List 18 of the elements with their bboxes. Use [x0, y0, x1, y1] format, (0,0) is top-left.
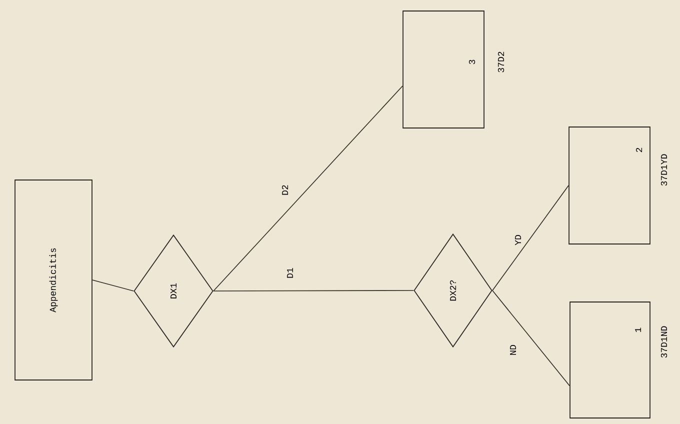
edge-label: YD — [514, 234, 522, 246]
outcome-box — [402, 10, 484, 128]
connector-line — [492, 185, 569, 291]
box-number: 3 — [468, 60, 476, 64]
box-number: 1 — [635, 328, 641, 332]
connector-line — [92, 280, 134, 292]
outcome-box — [570, 302, 650, 418]
box-number: 2 — [636, 148, 642, 152]
connector-line — [492, 290, 570, 386]
process-box: Appendicitis — [14, 180, 92, 380]
edge-label: D1 — [286, 266, 294, 280]
outcome-box — [568, 126, 650, 244]
connector-line — [213, 290, 414, 292]
edge-label: ND — [509, 344, 517, 356]
box-caption: 37D1ND — [660, 326, 668, 358]
box-caption: 37D2 — [498, 52, 504, 72]
box-caption: 37D1YD — [660, 154, 668, 186]
connector-line — [213, 86, 403, 292]
